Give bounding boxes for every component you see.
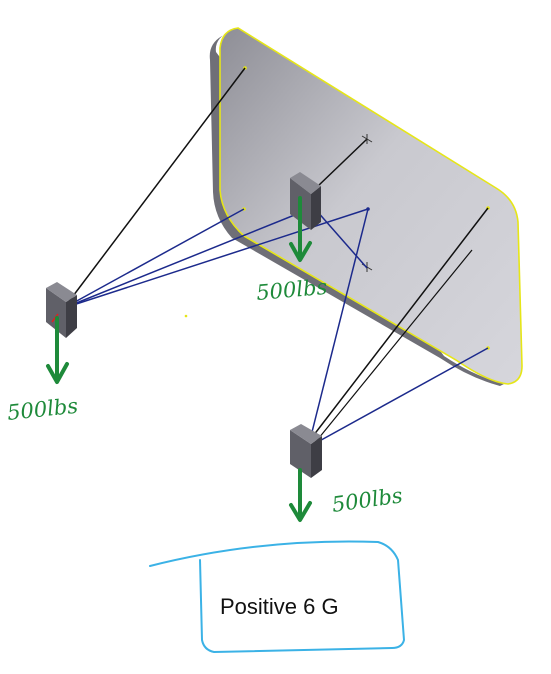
cable-blue-left-2 <box>63 208 369 309</box>
cable-blue-left-1 <box>63 208 245 309</box>
bracket-bottom-face <box>290 430 311 478</box>
load-arrow-center <box>289 196 312 262</box>
load-label-center: 500lbs <box>255 275 328 305</box>
cable-black-left <box>63 67 246 309</box>
pivot-marker-top <box>361 134 373 144</box>
standoff-line <box>317 138 368 187</box>
load-arrow-bottom <box>289 468 312 522</box>
load-arrows <box>46 196 312 522</box>
pivot-markers <box>317 134 373 272</box>
bracket-center-side <box>311 186 321 230</box>
bracket-left-side <box>66 295 77 338</box>
cables <box>63 67 489 445</box>
cable-black-bottom-1 <box>309 207 489 441</box>
cable-black-bottom-2 <box>313 249 473 445</box>
bracket-center-top <box>290 172 321 194</box>
bracket-left-face <box>46 288 66 338</box>
mounting-plate <box>209 27 523 386</box>
cable-blue-center-1 <box>315 209 368 269</box>
stray-dot <box>184 314 188 318</box>
caption-box-outline <box>149 540 406 654</box>
cable-blue-center-2 <box>309 208 369 441</box>
load-arrow-left <box>46 316 69 384</box>
bracket-bottom-side <box>311 436 322 478</box>
cable-blue-left-3 <box>63 211 303 309</box>
bracket-left <box>46 282 77 338</box>
load-label-left: 500lbs <box>6 394 79 425</box>
caption-text: Positive 6 G <box>220 594 339 619</box>
caption-box <box>149 540 406 654</box>
cable-blue-bottom-right <box>313 347 489 445</box>
bracket-left-top <box>46 282 77 302</box>
bracket-bottom-top <box>290 424 322 444</box>
plate-face <box>219 27 523 385</box>
load-label-bottom: 500lbs <box>330 483 404 517</box>
bracket-bottom <box>290 424 322 478</box>
